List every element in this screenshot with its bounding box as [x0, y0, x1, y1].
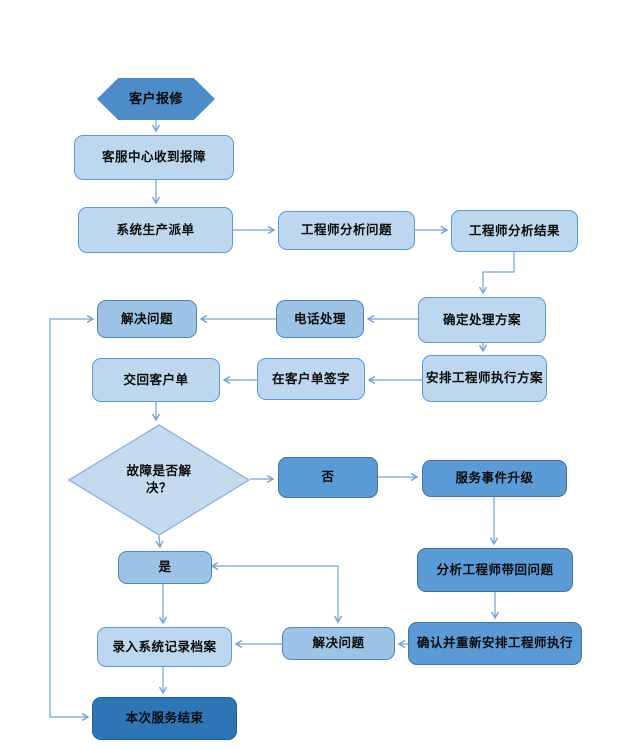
node-customer-report: 客户报修 — [97, 78, 215, 120]
node-label: 服务事件升级 — [455, 471, 534, 486]
node-label: 故障是否解 — [126, 464, 192, 479]
decision-diamond-shape — [68, 424, 250, 536]
node-label: 在客户单签字 — [271, 371, 350, 386]
node-confirm-solution: 确定处理方案 — [418, 297, 546, 343]
node-label: 解决问题 — [120, 311, 173, 326]
node-rearrange-engineer: 确认并重新安排工程师执行 — [408, 622, 582, 665]
node-label: 工程师分析结果 — [468, 223, 560, 238]
node-label: 录入系统记录档案 — [112, 639, 217, 654]
node-label: 决？ — [145, 481, 172, 495]
node-system-dispatch: 系统生产派单 — [78, 207, 233, 253]
node-yes: 是 — [118, 551, 212, 584]
node-label: 解决问题 — [312, 636, 365, 651]
node-service-escalation: 服务事件升级 — [422, 460, 567, 497]
arrow-decision-to-yes — [155, 535, 164, 549]
node-arrange-engineer: 安排工程师执行方案 — [422, 355, 547, 402]
node-label: 客户报修 — [128, 91, 183, 107]
arrow-yes-solve-problem-2-bidirectional — [210, 561, 343, 624]
node-label: 是 — [158, 560, 172, 575]
arrow-analyze-result-to-confirm-solution — [478, 252, 515, 295]
node-label: 安排工程师执行方案 — [425, 371, 543, 386]
node-label: 工程师分析问题 — [300, 223, 392, 238]
node-engineer-analyze-problem: 工程师分析问题 — [278, 211, 415, 250]
node-label: 否 — [321, 470, 335, 485]
node-label: 分析工程师带回问题 — [436, 562, 554, 577]
node-label: 客服中心收到报障 — [101, 150, 206, 165]
node-record-in-system: 录入系统记录档案 — [97, 627, 232, 667]
node-fault-resolved-decision: 故障是否解 决？ — [68, 424, 250, 536]
node-return-customer-order: 交回客户单 — [92, 358, 220, 402]
node-sign-customer-order: 在客户单签字 — [257, 358, 365, 400]
node-phone-handle: 电话处理 — [276, 300, 364, 338]
node-solve-problem-2: 解决问题 — [282, 627, 395, 660]
node-service-end: 本次服务结束 — [92, 697, 237, 740]
node-label: 确认并重新安排工程师执行 — [416, 636, 573, 651]
node-engineer-analyze-result: 工程师分析结果 — [451, 210, 578, 252]
node-analyze-returned-problem: 分析工程师带回问题 — [417, 548, 573, 592]
node-label: 确定处理方案 — [442, 312, 521, 327]
node-no: 否 — [278, 457, 378, 498]
node-label: 本次服务结束 — [125, 711, 204, 726]
arrow-solve-problem-service-end-bidirectional — [49, 314, 95, 722]
node-label: 系统生产派单 — [116, 222, 195, 237]
node-solve-problem: 解决问题 — [97, 300, 197, 338]
node-label: 电话处理 — [293, 311, 346, 326]
node-service-center-receive: 客服中心收到报障 — [74, 135, 234, 180]
node-label: 交回客户单 — [123, 372, 189, 387]
